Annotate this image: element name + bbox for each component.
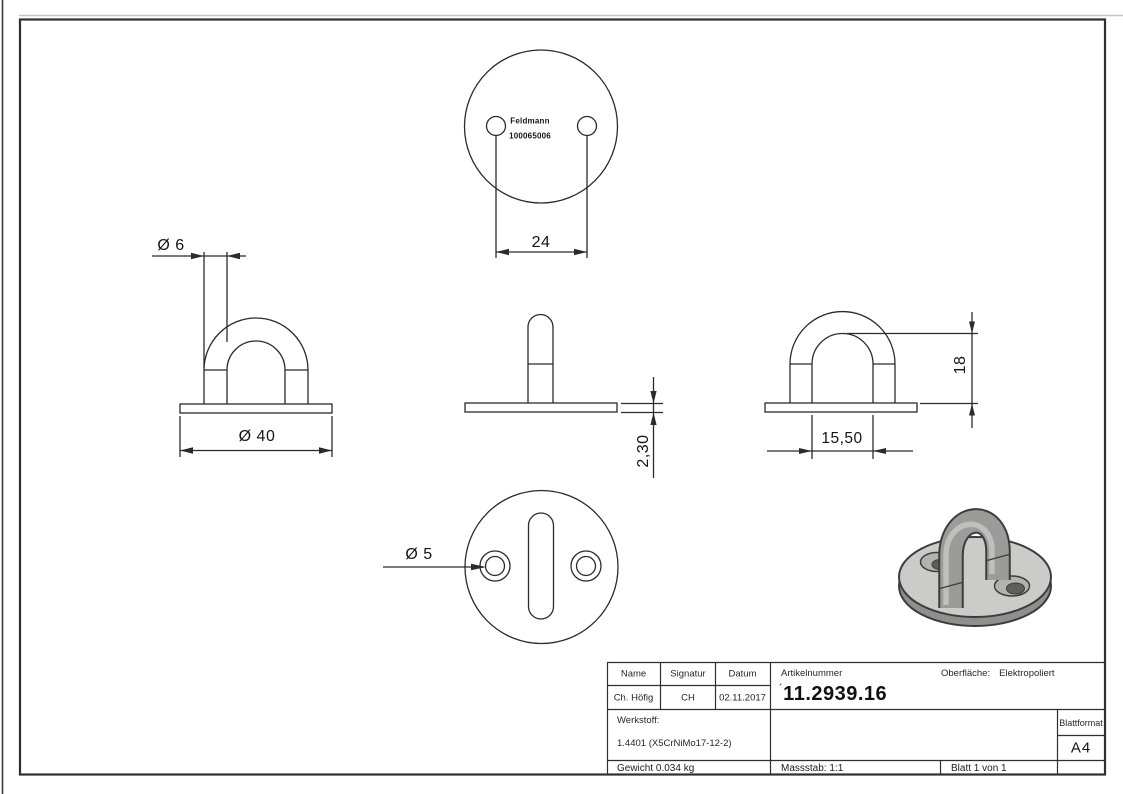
bottom-view-arrows [471, 563, 486, 571]
brand-number-marking: 100065006 [509, 131, 551, 140]
datum-value: 02.11.2017 [719, 692, 766, 703]
oberflaeche-value: Elektropoliert [999, 668, 1055, 679]
top-view-arrows [496, 248, 587, 256]
top-view [463, 49, 619, 258]
right-view-arrows [799, 321, 975, 454]
artikelnummer-header: Artikelnummer [781, 668, 843, 679]
werkstoff-value: 1.4401 (X5CrNiMo17-12-2) [617, 738, 732, 749]
dim-hole-spacing: 24 [531, 234, 551, 251]
blatt-value: Blatt 1 von 1 [951, 762, 1007, 774]
loop-3d [940, 510, 1009, 608]
dim-hole-diameter: Ø 5 [405, 546, 433, 563]
oberflaeche-row: Oberfläche: Elektropoliert [941, 668, 1055, 679]
blattformat-value: A4 [1070, 739, 1092, 757]
front-view-arrows [180, 252, 332, 454]
side-view-arrows [650, 391, 657, 425]
name-header: Name [620, 668, 647, 680]
artikelnummer-value: ´11.2939.16 [779, 683, 888, 705]
blattformat-header: Blattformat [1059, 717, 1103, 728]
dim-plate-thickness: 2,30 [635, 434, 652, 468]
massstab-value: Massstab: 1:1 [781, 762, 844, 774]
datum-header: Datum [728, 668, 757, 680]
name-value: Ch. Höfig [613, 692, 654, 703]
signatur-header: Signatur [670, 668, 706, 680]
dim-plate-diameter: Ø 40 [238, 428, 276, 445]
artikelnummer-mark: ´ [779, 683, 784, 695]
werkstoff-header: Werkstoff: [617, 715, 660, 726]
isometric-render [898, 508, 1052, 627]
side-view [464, 313, 663, 478]
brand-marking: Feldmann [510, 116, 550, 126]
dim-rod-diameter: Ø 6 [157, 237, 185, 254]
dim-loop-height: 18 [952, 355, 969, 375]
front-view [152, 252, 333, 457]
gewicht-value: Gewicht 0.034 kg [617, 762, 695, 774]
oberflaeche-header: Oberfläche: [941, 668, 991, 679]
right-view [764, 310, 978, 459]
signatur-value: CH [681, 692, 695, 703]
dim-loop-inner-width: 15,50 [821, 430, 863, 447]
bottom-view [383, 489, 619, 645]
title-block-grid [606, 661, 1105, 775]
